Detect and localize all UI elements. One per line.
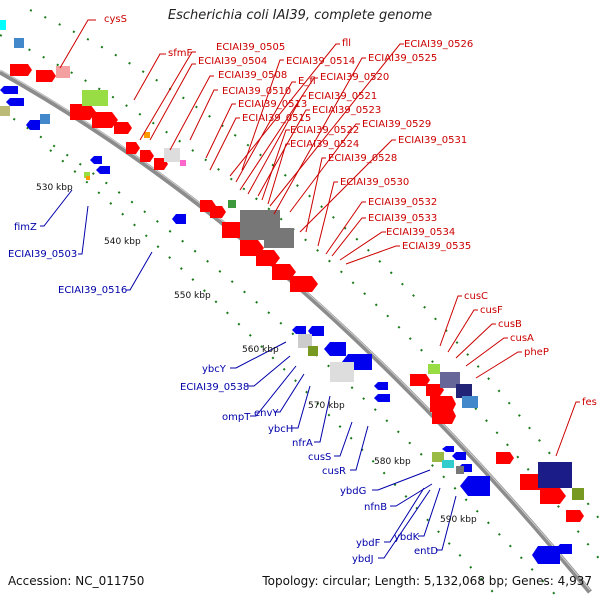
gene-label: envY	[254, 408, 279, 419]
gene-label: ECIAI39_0521	[308, 91, 377, 102]
gene-label: ECIAI39_0530	[340, 177, 409, 188]
feature-blocks	[0, 20, 584, 500]
map-title: Escherichia coli IAI39, complete genome	[167, 8, 433, 23]
gene-label: ECIAI39_0524	[290, 139, 359, 150]
accession-text: Accession: NC_011750	[8, 574, 145, 588]
gene-label: ybcY	[202, 364, 227, 375]
reverse-genes	[0, 86, 572, 564]
gene-label: pheP	[524, 347, 549, 358]
kbp-ticks: 530 kbp 540 kbp 550 kbp 560 kbp 570 kbp …	[36, 183, 477, 525]
gene-label: ECIAI39_0508	[218, 70, 287, 81]
gene-label: ompT	[222, 412, 251, 423]
gene-label: ECIAI39_0531	[398, 135, 467, 146]
gene-label: ybdK	[394, 532, 420, 543]
gene-label: cusC	[464, 291, 488, 302]
kbp-tick-label: 560 kbp	[242, 345, 279, 355]
gene-label: ECIAI39_0516	[58, 285, 127, 296]
gene-label: ECIAI39_0515	[242, 113, 311, 124]
reverse-leader-lines	[40, 189, 457, 559]
gene-label: ybdG	[340, 486, 366, 497]
gene-label: ECIAI39_0533	[368, 213, 437, 224]
genome-summary: Topology: circular; Length: 5,132,068 bp…	[262, 574, 592, 588]
gene-label: cusR	[322, 466, 346, 477]
gene-label: nfrA	[292, 438, 313, 449]
kbp-tick-label: 540 kbp	[104, 237, 141, 247]
gene-label: fes	[582, 397, 597, 408]
gene-label: ECIAI39_0522	[290, 125, 359, 136]
gene-label: ECIAI39_0510	[222, 86, 291, 97]
gene-label: cusF	[480, 305, 503, 316]
gene-label: ybcH	[268, 424, 293, 435]
gene-label: entD	[414, 546, 438, 557]
gene-label: ECIAI39_0534	[386, 227, 455, 238]
gene-label: ECIAI39_0514	[286, 56, 355, 67]
gene-label: fll	[342, 38, 351, 49]
kbp-tick-label: 590 kbp	[440, 515, 477, 525]
gene-label: ybdJ	[352, 554, 374, 565]
reverse-gene-labels: fimZ ECIAI39_0503 ECIAI39_0516 ybcY ECIA…	[8, 222, 438, 565]
gene-label: ECIAI39_0504	[198, 56, 267, 67]
gene-label: E_fl	[298, 76, 316, 87]
gene-label: ECIAI39_0503	[8, 249, 77, 260]
gene-label: ECIAI39_0526	[404, 39, 473, 50]
gene-label: cusA	[510, 333, 534, 344]
gene-label: nfnB	[364, 502, 387, 513]
gene-label: ECIAI39_0525	[368, 53, 437, 64]
gene-label: ECIAI39_0529	[362, 119, 431, 130]
track-ring	[0, 109, 561, 600]
gene-label: ECIAI39_0532	[368, 197, 437, 208]
forward-leader-lines	[59, 19, 580, 457]
gene-label: ECIAI39_0520	[320, 72, 389, 83]
gene-label: sfmF	[168, 48, 192, 59]
gene-label: ECIAI39_0513	[238, 99, 307, 110]
gene-label: fimZ	[14, 222, 37, 233]
forward-gene-labels: cysS sfmF ECIAI39_0505 ECIAI39_0504 ECIA…	[104, 14, 597, 408]
gene-label: ECIAI39_0523	[312, 105, 381, 116]
gene-label: cysS	[104, 14, 127, 25]
gene-label: cusS	[308, 452, 331, 463]
gene-label: ybdF	[356, 538, 381, 549]
gene-label: ECIAI39_0538	[180, 382, 249, 393]
kbp-tick-label: 580 kbp	[374, 457, 411, 467]
gene-label: ECIAI39_0528	[328, 153, 397, 164]
gene-label: cusB	[498, 319, 522, 330]
kbp-tick-label: 530 kbp	[36, 183, 73, 193]
gene-label: ECIAI39_0535	[402, 241, 471, 252]
gene-label: ECIAI39_0505	[216, 42, 285, 53]
track-ring	[29, 9, 600, 521]
kbp-tick-label: 550 kbp	[174, 291, 211, 301]
kbp-tick-label: 570 kbp	[308, 401, 345, 411]
